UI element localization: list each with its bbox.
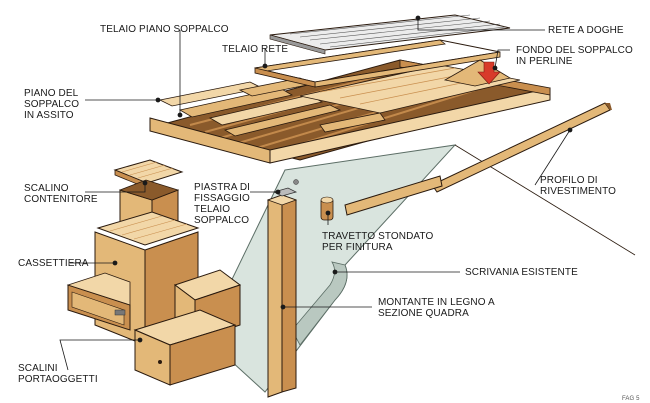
leader-dot-fondo <box>492 65 498 71</box>
leader-dot-telaio-rete <box>262 63 268 69</box>
leader-dot-profilo <box>567 127 573 133</box>
leader-profilo <box>534 129 571 186</box>
label-montante-legno: MONTANTE IN LEGNO A SEZIONE QUADRA <box>378 297 495 319</box>
label-scalino-contenitore: SCALINO CONTENITORE <box>24 183 98 205</box>
leader-dot-piano <box>155 97 161 103</box>
leader-scalino <box>85 183 146 193</box>
leader-dot-montante <box>280 304 286 310</box>
leader-lines <box>59 15 573 371</box>
perline-hatch <box>443 59 512 87</box>
label-scalini-portaoggetti: SCALINI PORTAOGGETTI <box>18 363 98 385</box>
label-rete-a-doghe: RETE A DOGHE <box>548 25 624 36</box>
leader-dot-cassettiera <box>112 260 118 266</box>
bed-frame-telaio-rete <box>254 39 501 88</box>
label-telaio-rete: TELAIO RETE <box>222 44 289 55</box>
storage-step-unit <box>66 159 242 386</box>
label-profilo-rivestimento: PROFILO DI RIVESTIMENTO <box>540 175 617 197</box>
square-wooden-post <box>266 179 299 398</box>
slatted-bed-base <box>269 14 511 55</box>
leader-scalini <box>59 339 140 371</box>
label-fondo-soppalco: FONDO DEL SOPPALCO IN PERLINE <box>516 45 633 67</box>
leader-dot-scalino <box>142 180 148 186</box>
leader-dot-rete <box>415 15 421 21</box>
leader-dot-travetto <box>325 210 331 216</box>
label-travetto-stondato: TRAVETTO STONDATO PER FINITURA <box>322 231 434 253</box>
leader-rete-a-doghe <box>417 18 545 31</box>
figure-code: FAG 5 <box>622 396 640 402</box>
red-arrow-icon <box>477 61 501 85</box>
leader-dot-scalini <box>137 337 143 343</box>
label-cassettiera: CASSETTIERA <box>18 258 89 269</box>
label-telaio-piano-soppalco: TELAIO PIANO SOPPALCO <box>100 24 229 35</box>
leader-dot-telaio-piano <box>177 112 183 118</box>
leader-dot-piastra <box>275 189 281 195</box>
label-piastra-fissaggio: PIASTRA DI FISSAGGIO TELAIO SOPPALCO <box>194 182 251 226</box>
assito-planks <box>158 64 521 137</box>
leader-dot-scrivania <box>332 269 338 275</box>
rounded-joist <box>320 175 443 221</box>
leader-fondo <box>494 49 510 69</box>
label-scrivania-esistente: SCRIVANIA ESISTENTE <box>465 267 578 278</box>
cladding-profile <box>431 102 612 193</box>
label-piano-soppalco: PIANO DEL SOPPALCO IN ASSITO <box>24 88 80 121</box>
